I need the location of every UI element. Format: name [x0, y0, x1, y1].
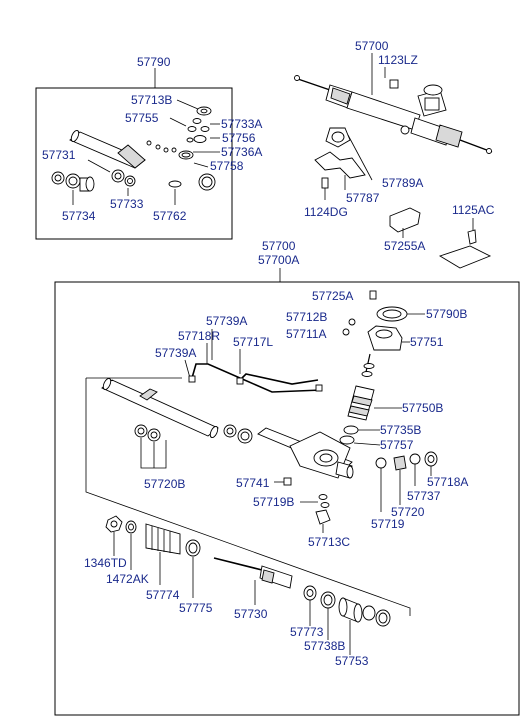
label-57735B: 57735B — [380, 423, 421, 437]
pressure-pipes — [184, 329, 323, 393]
label-57790B: 57790B — [426, 307, 467, 321]
label-57731: 57731 — [42, 148, 76, 162]
label-57734: 57734 — [62, 209, 96, 223]
label-57733A: 57733A — [221, 117, 262, 131]
label-57773: 57773 — [290, 625, 324, 639]
label-57733: 57733 — [110, 197, 144, 211]
label-1123LZ: 1123LZ — [378, 53, 418, 67]
main-assembly-box — [54, 281, 520, 716]
rack-assembly-exploded-view: 57700 57700A 57725A 57790B 57751 57712B … — [54, 239, 520, 716]
label-57718R: 57718R — [178, 329, 220, 343]
label-57756: 57756 — [222, 131, 256, 145]
label-57720B: 57720B — [144, 477, 185, 491]
valve-57750B — [347, 353, 375, 421]
label-57712B: 57712B — [286, 310, 327, 324]
label-57720: 57720 — [391, 505, 425, 519]
label-1346TD: 1346TD — [84, 556, 127, 570]
label-57787: 57787 — [346, 191, 380, 205]
tube-57731 — [69, 129, 146, 169]
label-1124DG: 1124DG — [304, 205, 348, 219]
bottom-row-seals — [51, 169, 216, 192]
kit-57790-box — [35, 87, 233, 240]
kit-57790-group: 57790 — [35, 55, 262, 240]
label-57719B: 57719B — [253, 495, 294, 509]
label-57790: 57790 — [137, 55, 171, 69]
seal-row-bottom — [303, 585, 391, 627]
tube-57720B — [101, 377, 219, 439]
rack-housing-57700A — [223, 424, 354, 479]
seal-rings-group — [146, 106, 212, 160]
rack-assembly-57700-top: 57700 1123LZ 57789A 57787 1124DG 11 — [294, 39, 495, 269]
label-57775: 57775 — [179, 601, 213, 615]
label-57789A: 57789A — [382, 176, 423, 190]
label-57711A: 57711A — [286, 327, 326, 341]
rack-bar-57730 — [213, 557, 293, 589]
label-57717L: 57717L — [233, 335, 273, 349]
label-57725A: 57725A — [312, 289, 353, 303]
label-57718A: 57718A — [427, 475, 468, 489]
boot-and-nut-group — [105, 515, 201, 557]
label-57730: 57730 — [234, 607, 268, 621]
label-57762: 57762 — [153, 209, 187, 223]
label-57713B: 57713B — [131, 93, 172, 107]
label-57741: 57741 — [236, 476, 270, 490]
label-57755: 57755 — [125, 111, 159, 125]
label-57700-top: 57700 — [355, 39, 389, 53]
label-57719: 57719 — [371, 517, 405, 531]
label-57753: 57753 — [335, 654, 369, 668]
label-57737: 57737 — [407, 489, 441, 503]
label-57750B: 57750B — [402, 401, 443, 415]
label-57774: 57774 — [146, 588, 180, 602]
label-57700A: 57700A — [258, 253, 299, 267]
label-57255A: 57255A — [384, 239, 425, 253]
label-57736A: 57736A — [221, 145, 262, 159]
label-57713C: 57713C — [308, 535, 350, 549]
label-57751: 57751 — [410, 335, 444, 349]
label-57739A-top: 57739A — [206, 314, 247, 328]
label-57700-mid: 57700 — [262, 239, 296, 253]
label-57739A-left: 57739A — [155, 346, 196, 360]
label-57757: 57757 — [380, 438, 414, 452]
label-57738B: 57738B — [304, 639, 345, 653]
label-1125AC: 1125AC — [452, 203, 495, 217]
label-1472AK: 1472AK — [106, 572, 149, 586]
label-57758: 57758 — [210, 159, 244, 173]
